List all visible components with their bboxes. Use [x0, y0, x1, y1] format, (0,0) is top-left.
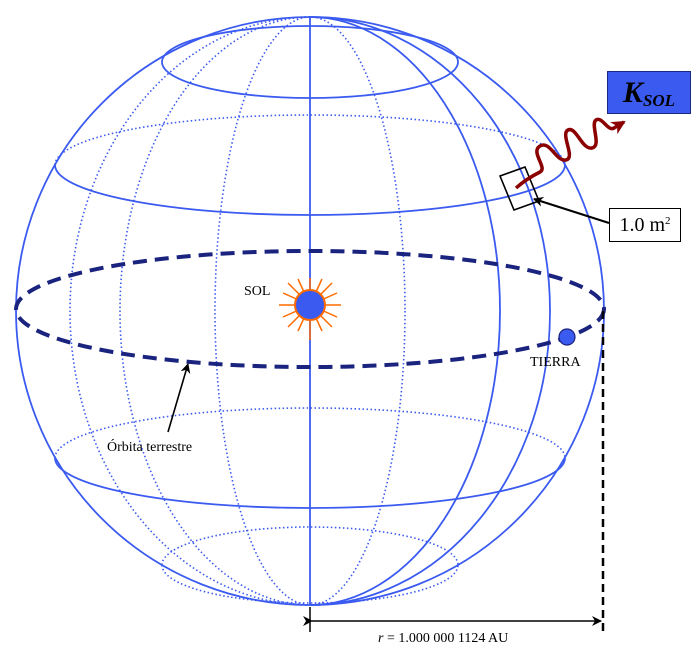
- radiation-wave: [514, 117, 626, 190]
- sun-icon: [279, 278, 341, 340]
- area-exponent: 2: [665, 215, 671, 227]
- ksol-main: K: [622, 75, 643, 109]
- longitude-meridians: [69, 16, 551, 606]
- area-value: 1.0 m: [619, 213, 666, 236]
- sun-label: SOL: [244, 284, 270, 299]
- orbit-label: Órbita terrestre: [107, 438, 192, 455]
- earth-label: TIERRA: [530, 355, 581, 370]
- area-label-arrow: [533, 196, 610, 224]
- ksol-subscript: SOL: [642, 90, 676, 110]
- area-patch: [498, 165, 541, 212]
- earth-icon: [558, 328, 576, 346]
- orbit-label-arrow: [167, 363, 191, 433]
- radius-label: r = 1.000 000 1124 AU: [378, 631, 508, 646]
- earth-orbit: [14, 249, 606, 369]
